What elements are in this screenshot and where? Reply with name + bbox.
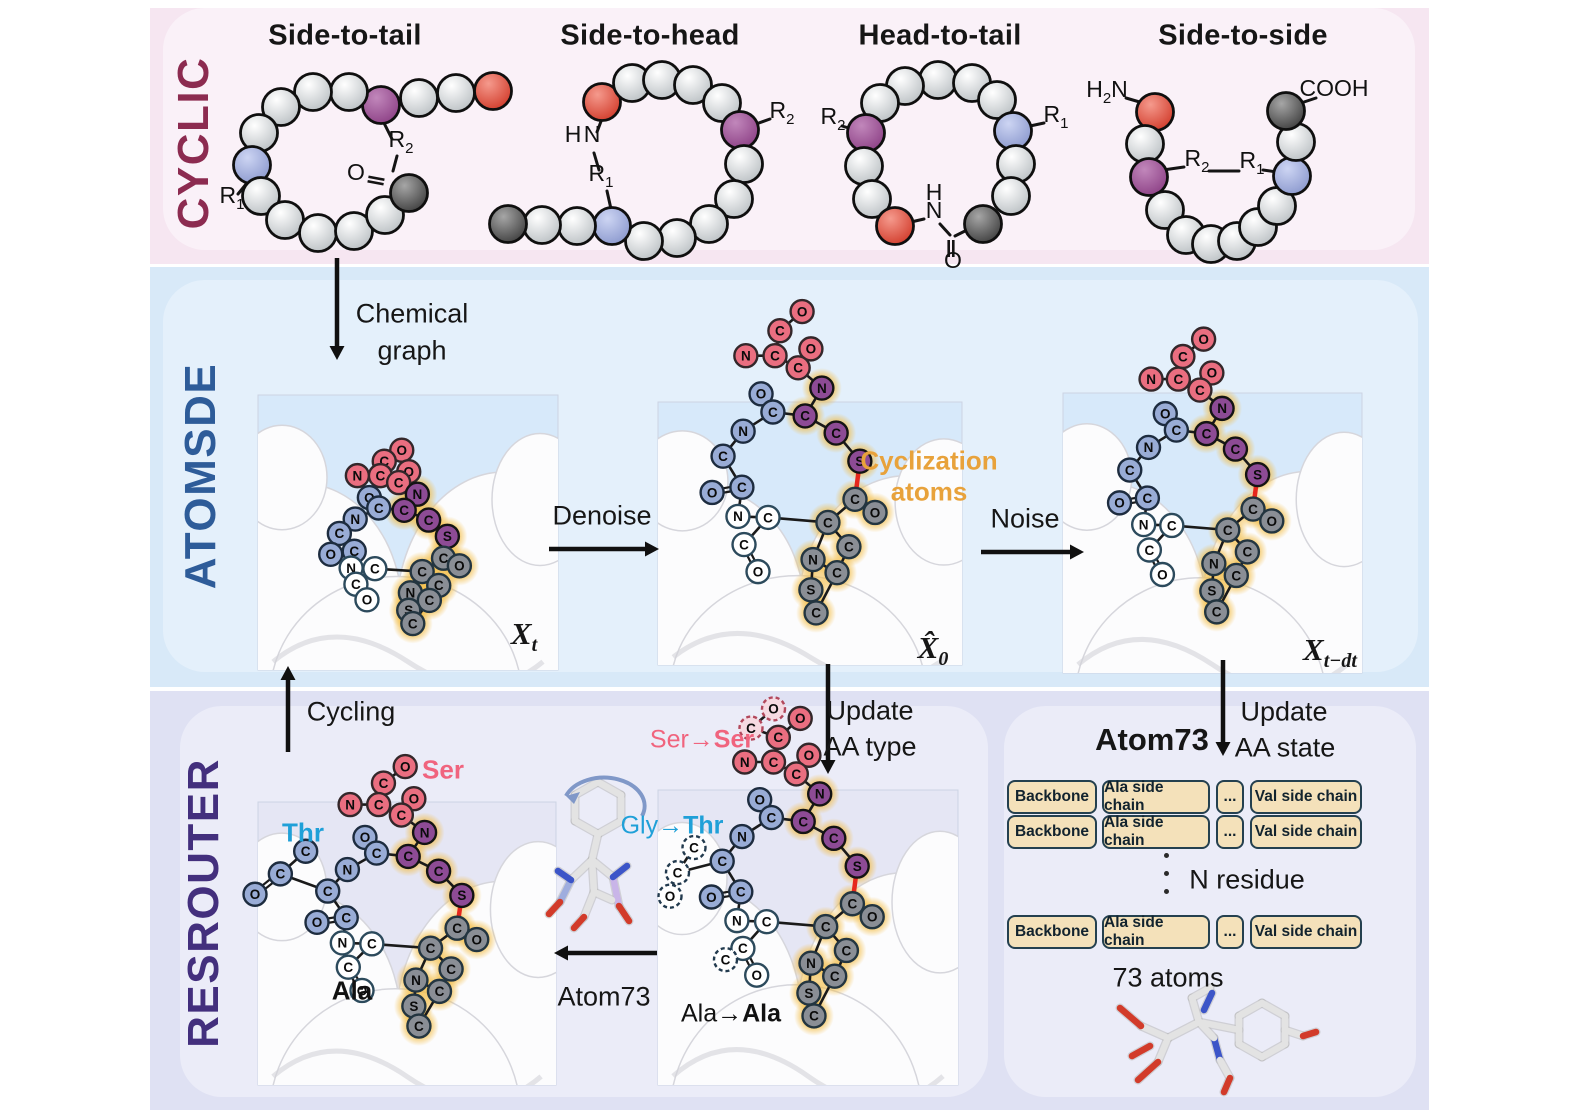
atom73-row-3: Backbone Ala side chain ... Val side cha…	[1007, 914, 1362, 949]
cyclic-label: CYCLIC	[169, 56, 218, 230]
title-head-to-tail: Head-to-tail	[858, 19, 1022, 52]
ser-to-ser-label: Ser→Ser	[649, 725, 755, 754]
ser-label: Ser	[422, 754, 464, 785]
update-aa-type-line2: AA type	[823, 731, 917, 762]
atom73-arrow-label: Atom73	[557, 981, 651, 1012]
ellipsis-box: ...	[1216, 915, 1244, 949]
ellipsis-box: ...	[1216, 815, 1244, 849]
state-xt: Xt	[510, 616, 538, 657]
atom73-row-1: Backbone Ala side chain ... Val side cha…	[1007, 779, 1362, 814]
vertical-ellipsis-dot	[1164, 853, 1169, 858]
title-side-to-tail: Side-to-tail	[268, 19, 422, 52]
atomsde-inner-panel	[163, 280, 1418, 672]
chemical-graph-line2: graph	[377, 335, 447, 366]
atom73-inner-panel	[1004, 706, 1416, 1097]
atomsde-label: ATOMSDE	[176, 362, 225, 590]
update-aa-state-line1: Update	[1240, 696, 1328, 727]
atom73-row-2: Backbone Ala side chain ... Val side cha…	[1007, 814, 1362, 849]
backbone-box: Backbone	[1007, 915, 1097, 949]
val-side-chain-box: Val side chain	[1250, 815, 1362, 849]
thr-label: Thr	[282, 817, 324, 848]
title-side-to-head: Side-to-head	[560, 19, 740, 52]
denoise-label: Denoise	[552, 500, 652, 531]
chemical-graph-line1: Chemical	[355, 298, 469, 329]
atom73-title: Atom73	[1095, 722, 1209, 757]
noise-label: Noise	[990, 503, 1060, 534]
vertical-ellipsis-dot	[1164, 889, 1169, 894]
val-side-chain-box: Val side chain	[1250, 915, 1362, 949]
atoms-count-label: 73 atoms	[1112, 962, 1224, 993]
cycling-label: Cycling	[306, 696, 396, 727]
ellipsis-box: ...	[1216, 780, 1244, 814]
state-xtdt: Xt−dt	[1303, 632, 1357, 673]
ala-label: Ala	[331, 975, 373, 1006]
update-aa-state-line2: AA state	[1234, 732, 1336, 763]
ala-side-chain-box: Ala side chain	[1102, 914, 1210, 949]
title-side-to-side: Side-to-side	[1158, 19, 1328, 52]
resrouter-label: RESROUTER	[179, 758, 228, 1048]
n-residue-label: N residue	[1189, 864, 1305, 895]
gly-to-thr-label: Gly→Thr	[620, 811, 724, 840]
cyclization-atoms-line1: Cyclization	[860, 445, 998, 476]
ala-side-chain-box: Ala side chain	[1102, 779, 1210, 814]
val-side-chain-box: Val side chain	[1250, 780, 1362, 814]
cyclization-atoms-line2: atoms	[890, 476, 968, 507]
vertical-ellipsis-dot	[1164, 871, 1169, 876]
backbone-box: Backbone	[1007, 815, 1097, 849]
update-aa-type-line1: Update	[826, 695, 914, 726]
ala-side-chain-box: Ala side chain	[1102, 814, 1210, 849]
resrouter-inner-panel	[180, 706, 988, 1097]
backbone-box: Backbone	[1007, 780, 1097, 814]
ala-to-ala-label: Ala→Ala	[680, 999, 782, 1028]
state-x0hat: X̂0	[917, 630, 949, 671]
